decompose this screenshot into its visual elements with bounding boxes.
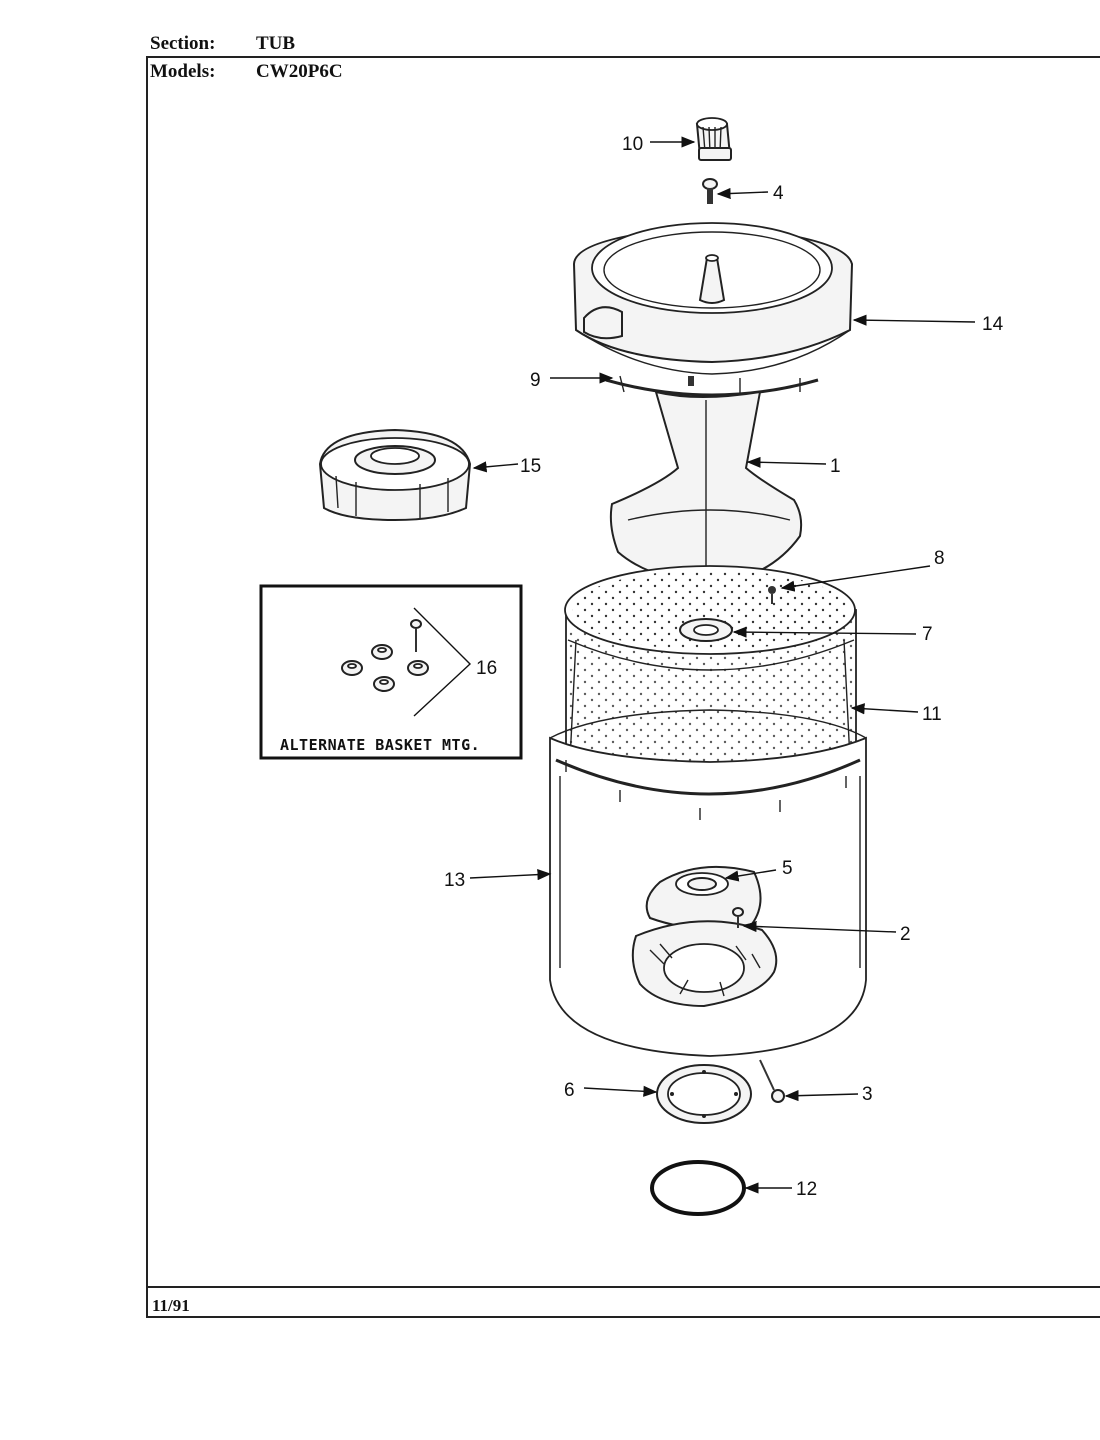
callout-14: 14: [982, 314, 1004, 335]
callout-3: 3: [862, 1084, 873, 1105]
tub-ring-gasket: [605, 375, 819, 397]
footer-divider: [146, 1286, 1100, 1288]
tub-sump: [631, 920, 778, 1008]
callout-7: 7: [922, 624, 933, 645]
screw-hub: [732, 907, 744, 928]
softener-dispenser: [318, 428, 472, 522]
callout-12: 12: [796, 1179, 817, 1200]
hub-plate: [645, 865, 762, 930]
callout-9: 9: [530, 370, 541, 391]
callout-5: 5: [782, 858, 793, 879]
callout-labels: 10 4 14 9 15 1 8 7 11 13 5 2 6 3 12: [444, 134, 1004, 1200]
callout-1: 1: [830, 456, 841, 477]
callout-4: 4: [773, 183, 784, 204]
screw-bottom: [759, 1059, 785, 1103]
section-value: TUB: [256, 33, 296, 54]
callout-2: 2: [900, 924, 911, 945]
inset-alternate-basket-mtg: 16 ALTERNATE BASKET MTG.: [259, 584, 523, 760]
callout-6: 6: [564, 1080, 575, 1101]
callout-13: 13: [444, 870, 465, 891]
models-value: CW20P6C: [256, 61, 343, 82]
callout-11: 11: [922, 704, 942, 725]
models-label: Models:: [150, 61, 216, 82]
callout-15: 15: [520, 456, 541, 477]
agitator: [609, 390, 803, 586]
tub-ring: [572, 222, 854, 386]
callout-10: 10: [622, 134, 643, 155]
agitator-cap: [695, 117, 732, 161]
leader-lines: [469, 136, 976, 1194]
seal-plate: [656, 1064, 752, 1124]
revision-date: 11/91: [152, 1296, 190, 1315]
screw-top: [702, 178, 718, 204]
o-ring: [650, 1160, 746, 1216]
callout-8: 8: [934, 548, 945, 569]
callout-16: 16: [476, 658, 497, 679]
inset-caption: ALTERNATE BASKET MTG.: [280, 736, 480, 754]
inset-parts: [341, 619, 429, 692]
section-label: Section:: [150, 33, 216, 54]
diagram-frame: [146, 56, 1100, 1318]
